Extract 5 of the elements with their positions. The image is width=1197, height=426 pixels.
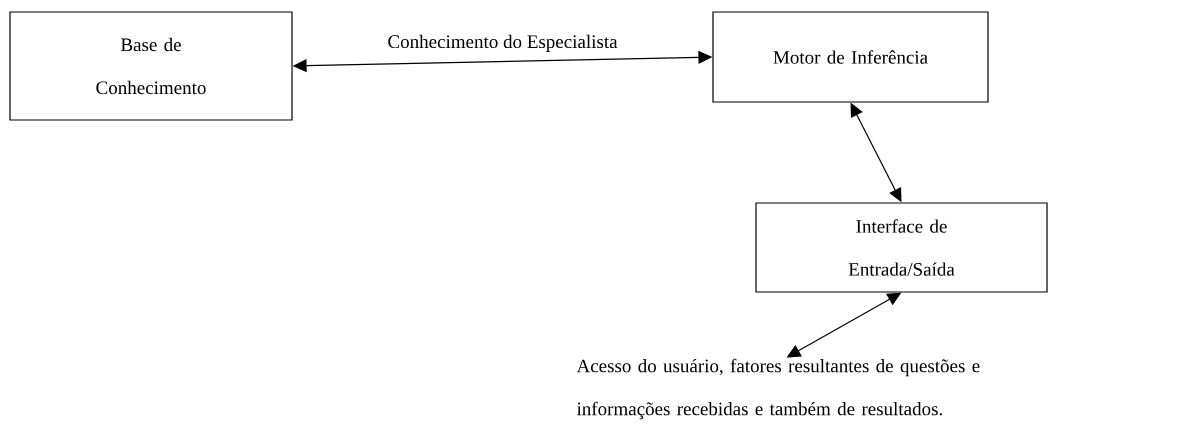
note-text: Acesso do usuário, fatores resultantes de questões e informações recebidas e também de resultados. (576, 358, 980, 420)
process-box: Base de Conhecimento (9, 11, 293, 121)
process-box: Motor de Inferência (712, 11, 989, 103)
process-box: Interface de Entrada/Saída (755, 202, 1048, 293)
edge-label: Conhecimento do Especialista (388, 34, 618, 52)
